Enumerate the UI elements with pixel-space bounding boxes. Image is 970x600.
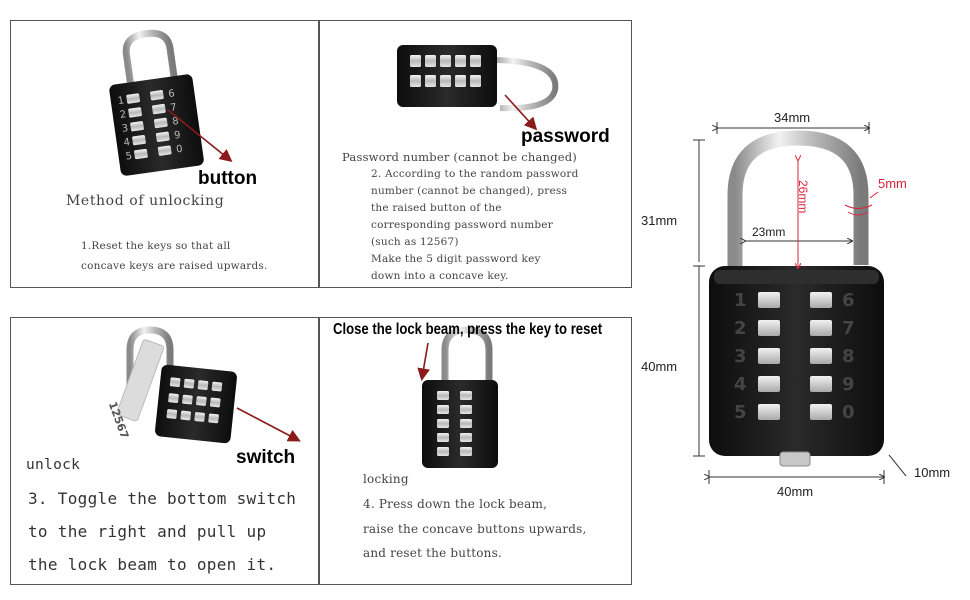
callout-switch: switch (236, 447, 296, 468)
lock-image-top-left: 1 2 3 4 5 6 7 8 9 0 (109, 29, 204, 176)
key-digit-5: 5 (734, 402, 747, 423)
callout-password: password (521, 126, 610, 147)
dim-body-depth: 10mm (914, 465, 951, 480)
callout-close-lock-beam: Close the lock beam, press the key to re… (333, 321, 603, 338)
bottom-right-line-2: raise the concave buttons upwards, (363, 522, 587, 536)
heading-unlock: unlock (26, 457, 81, 473)
dim-body-height: 40mm (641, 359, 678, 374)
dim-body-width: 40mm (777, 484, 814, 499)
svg-text:3: 3 (121, 123, 129, 135)
bottom-left-line-3: the lock beam to open it. (28, 555, 277, 574)
lock-image-bottom-right (422, 326, 498, 468)
key-digit-3: 3 (734, 346, 747, 367)
panel-bottom (10, 317, 632, 585)
dim-shackle-diameter: 5mm (878, 176, 907, 191)
bottom-right-line-3: and reset the buttons. (363, 546, 502, 560)
callout-button: button (198, 168, 258, 189)
top-left-line-2: concave keys are raised upwards. (81, 260, 268, 272)
svg-text:4: 4 (123, 137, 131, 149)
svg-text:8: 8 (172, 116, 180, 128)
top-left-line-1: 1.Reset the keys so that all (81, 240, 231, 252)
key-button (758, 348, 780, 364)
key-digit-8: 8 (842, 346, 855, 367)
key-digit-4: 4 (734, 374, 747, 395)
dim-inner-width: 23mm (752, 225, 786, 239)
keypad-grid: 1 2 3 4 5 6 7 8 9 0 (734, 290, 859, 440)
key-button (758, 404, 780, 420)
key-digit-2: 2 (734, 318, 747, 339)
dimension-lock-drawing (709, 130, 884, 467)
key-digit-0: 0 (842, 402, 855, 423)
key-button (810, 376, 832, 392)
top-right-line-2: number (cannot be changed), press (371, 185, 568, 197)
key-button (758, 292, 780, 308)
dim-inner-height: 26mm (796, 180, 810, 214)
lock-image-bottom-left (116, 326, 237, 444)
key-digit-1: 1 (734, 290, 747, 311)
key-digit-9: 9 (842, 374, 855, 395)
top-right-line-6: Make the 5 digit password key (371, 253, 541, 265)
key-button (758, 376, 780, 392)
heading-password-number: Password number (cannot be changed) (342, 150, 577, 164)
heading-locking: locking (363, 472, 409, 486)
bottom-left-line-1: 3. Toggle the bottom switch (28, 489, 297, 508)
dim-shackle-width: 34mm (774, 110, 811, 125)
top-right-line-3: the raised button of the (371, 202, 502, 214)
key-button (810, 404, 832, 420)
lock-image-top-right (397, 45, 559, 112)
top-right-line-7: down into a concave key. (371, 270, 509, 282)
key-button (810, 320, 832, 336)
dim-shackle-height: 31mm (641, 213, 678, 228)
key-button (758, 320, 780, 336)
key-button (810, 292, 832, 308)
svg-text:7: 7 (170, 102, 178, 114)
dimension-lines-red (798, 160, 879, 268)
heading-method-of-unlocking: Method of unlocking (66, 193, 225, 209)
bottom-right-line-1: 4. Press down the lock beam, (363, 497, 548, 511)
top-right-line-4: corresponding password number (371, 219, 553, 231)
bottom-left-line-2: to the right and pull up (28, 522, 267, 541)
svg-text:0: 0 (175, 144, 183, 156)
panel-bottom-divider (318, 317, 320, 585)
top-right-line-1: 2. According to the random password (371, 168, 579, 180)
key-digit-7: 7 (842, 318, 855, 339)
svg-text:1: 1 (117, 95, 125, 107)
key-digit-6: 6 (842, 290, 855, 311)
svg-text:6: 6 (168, 88, 176, 100)
key-button (810, 348, 832, 364)
svg-text:5: 5 (125, 151, 133, 163)
svg-text:9: 9 (174, 130, 182, 142)
panel-top-divider (318, 20, 320, 288)
top-right-line-5: (such as 12567) (371, 236, 459, 248)
svg-text:2: 2 (119, 109, 127, 121)
